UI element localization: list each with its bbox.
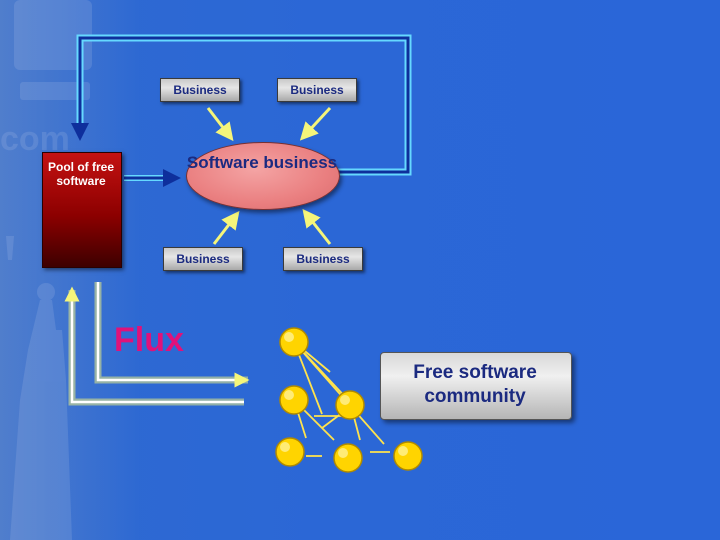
community-label: Free software community	[413, 362, 537, 407]
free-software-community-box	[380, 352, 572, 420]
software-business-label: Software business	[186, 153, 338, 172]
business-label: Business	[176, 252, 230, 266]
business-box-top-left: Business	[160, 78, 240, 102]
pool-label: Pool of free software	[47, 160, 114, 188]
business-label: Business	[290, 83, 344, 97]
feedback-loop-arrow	[71, 34, 412, 176]
community-node-icon	[275, 327, 423, 473]
business-box-bottom-right: Business	[283, 247, 363, 271]
business-label: Business	[173, 83, 227, 97]
svg-text:com: com	[0, 120, 70, 158]
pool-of-free-software-box	[42, 152, 122, 268]
business-box-bottom-left: Business	[163, 247, 243, 271]
business-arrows	[206, 106, 332, 245]
business-label: Business	[296, 252, 350, 266]
software-business-ellipse	[186, 142, 340, 210]
side-shade	[0, 0, 140, 540]
flux-label: Flux	[114, 321, 184, 359]
flux-arrows	[64, 282, 250, 406]
business-box-top-right: Business	[277, 78, 357, 102]
